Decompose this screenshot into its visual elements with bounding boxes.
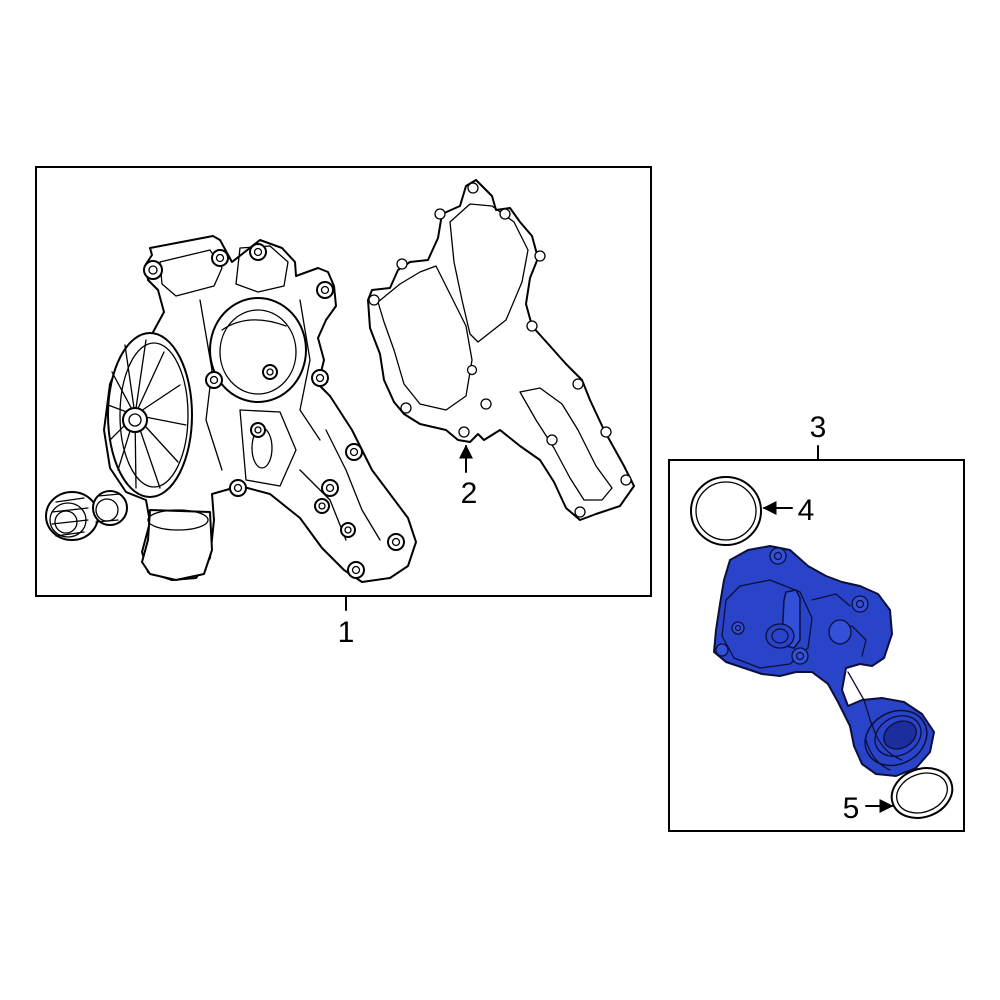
water-pump-housing[interactable] — [103, 235, 417, 583]
bolt-bosses — [143, 243, 405, 579]
callout-label-1: 1 — [338, 616, 355, 649]
callout-label-5: 5 — [843, 792, 860, 825]
callout-label-4: 4 — [798, 494, 815, 527]
coolant-fitting-small[interactable] — [92, 490, 128, 526]
thermostat-housing[interactable] — [713, 545, 936, 777]
callout-label-2: 2 — [461, 477, 478, 510]
callout-1: 1 — [338, 595, 355, 649]
callout-5: 5 — [843, 792, 894, 825]
gasket-bolt-holes — [368, 182, 632, 518]
callout-label-3: 3 — [810, 411, 827, 444]
callout-3: 3 — [810, 411, 827, 461]
temperature-sensor — [765, 589, 801, 649]
group-box-3 — [668, 459, 965, 832]
callout-4: 4 — [762, 494, 815, 527]
gasket[interactable] — [367, 179, 635, 521]
coolant-fitting-large[interactable] — [45, 491, 99, 541]
group-box-1 — [35, 166, 652, 597]
callout-2: 2 — [459, 444, 478, 510]
o-ring-upper[interactable] — [690, 476, 762, 546]
housing-bolt-bosses — [715, 547, 869, 665]
